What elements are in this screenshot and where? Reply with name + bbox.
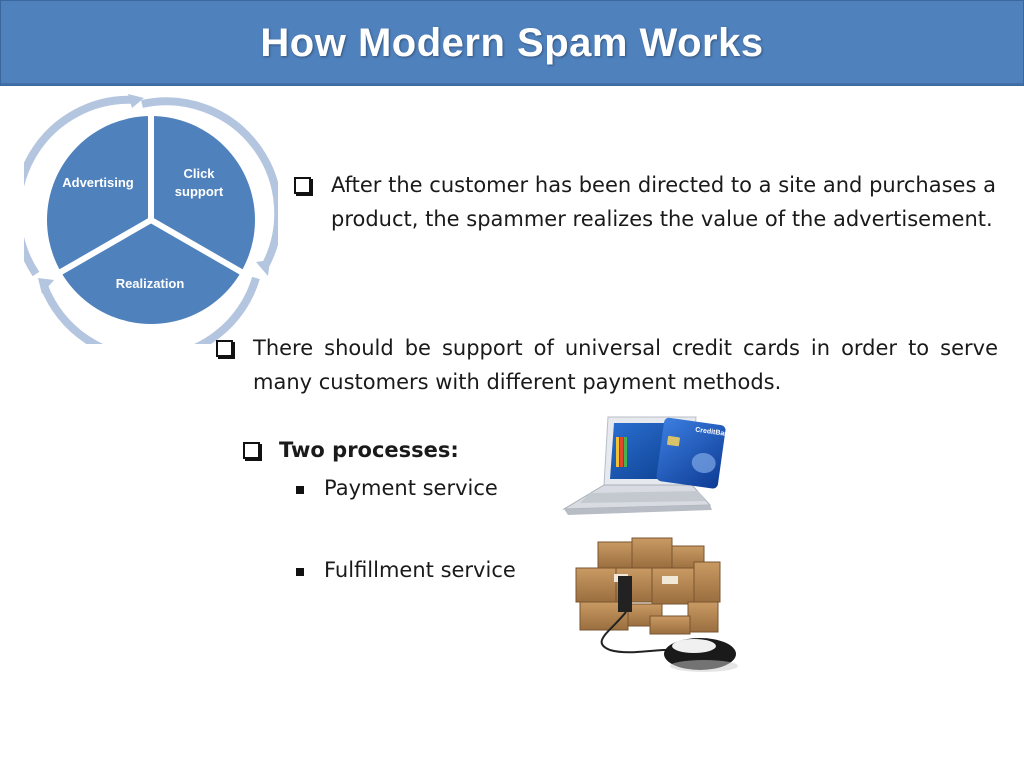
- slide-title: How Modern Spam Works: [260, 20, 764, 65]
- bullet-3: Two processes:: [243, 433, 543, 467]
- cycle-arrow-2: [40, 276, 260, 344]
- segment-click-support-label-2: support: [175, 184, 224, 199]
- segment-advertising-label: Advertising: [62, 175, 134, 190]
- arrowhead-3: [128, 94, 144, 108]
- segment-realization-label: Realization: [116, 276, 185, 291]
- cycle-arrow-3: [24, 95, 137, 277]
- title-bar: How Modern Spam Works: [0, 0, 1024, 86]
- sub-item-fulfillment: Fulfillment service: [296, 558, 516, 582]
- cycle-arrow-1: [141, 97, 278, 270]
- cycle-diagram: Advertising Click support Realization: [24, 94, 278, 344]
- arrowhead-1: [256, 260, 270, 276]
- checkbox-bullet-icon: [294, 177, 311, 194]
- bullet-1: After the customer has been directed to …: [294, 168, 996, 236]
- divider-left: [57, 217, 153, 276]
- divider-right: [149, 217, 245, 276]
- square-bullet-icon: [296, 486, 304, 494]
- segment-click-support-label-1: Click: [183, 166, 215, 181]
- laptop-credit-card-icon: CreditBank: [562, 416, 730, 515]
- sub-item-label: Payment service: [324, 476, 498, 500]
- square-bullet-icon: [296, 568, 304, 576]
- checkbox-bullet-icon: [243, 442, 260, 459]
- arrowhead-2: [38, 278, 54, 294]
- checkbox-bullet-icon: [216, 340, 233, 357]
- sub-item-payment: Payment service: [296, 476, 498, 500]
- sub-item-label: Fulfillment service: [324, 558, 516, 582]
- boxes-mouse-icon: [575, 537, 738, 672]
- bullet-2: There should be support of universal cre…: [216, 331, 998, 399]
- bullet-3-text: Two processes:: [279, 438, 459, 462]
- bullet-1-text: After the customer has been directed to …: [331, 173, 996, 231]
- bullet-2-text: There should be support of universal cre…: [253, 336, 998, 394]
